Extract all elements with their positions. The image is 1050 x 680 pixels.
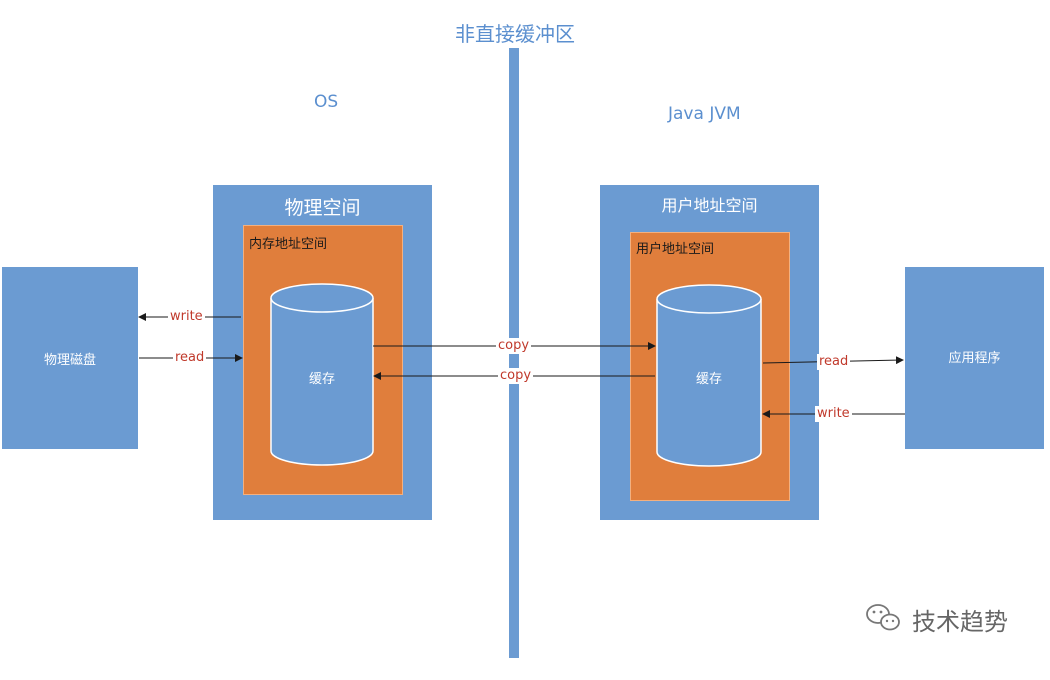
os-physical-space-title: 物理空间 — [284, 197, 361, 219]
os-label: OS — [314, 92, 339, 112]
jvm-label: Java JVM — [668, 104, 741, 124]
jvm-cache-label: 缓存 — [695, 372, 722, 387]
wechat-icon — [866, 604, 900, 631]
jvm-write-label: write — [815, 406, 852, 422]
diagram-title: 非直接缓冲区 — [455, 22, 575, 46]
watermark-text: 技术趋势 — [912, 608, 1008, 636]
copy-to-jvm-label: copy — [496, 338, 532, 354]
os-cache-cylinder — [270, 283, 374, 466]
application-box: 应用程序 — [905, 267, 1044, 449]
jvm-user-space-title: 用户地址空间 — [661, 196, 758, 215]
os-cache-label: 缓存 — [308, 372, 335, 387]
jvm-inner-space-title: 用户地址空间 — [636, 242, 715, 257]
os-read-label: read — [173, 350, 207, 366]
os-write-label: write — [168, 309, 205, 325]
jvm-read-label: read — [817, 354, 851, 370]
jvm-cache-cylinder — [656, 284, 762, 467]
application-label: 应用程序 — [948, 351, 1001, 366]
physical-disk-box: 物理磁盘 — [2, 267, 138, 449]
physical-disk-label: 物理磁盘 — [43, 353, 96, 368]
os-memory-space-title: 内存地址空间 — [249, 237, 328, 252]
copy-to-os-label: copy — [498, 368, 534, 384]
